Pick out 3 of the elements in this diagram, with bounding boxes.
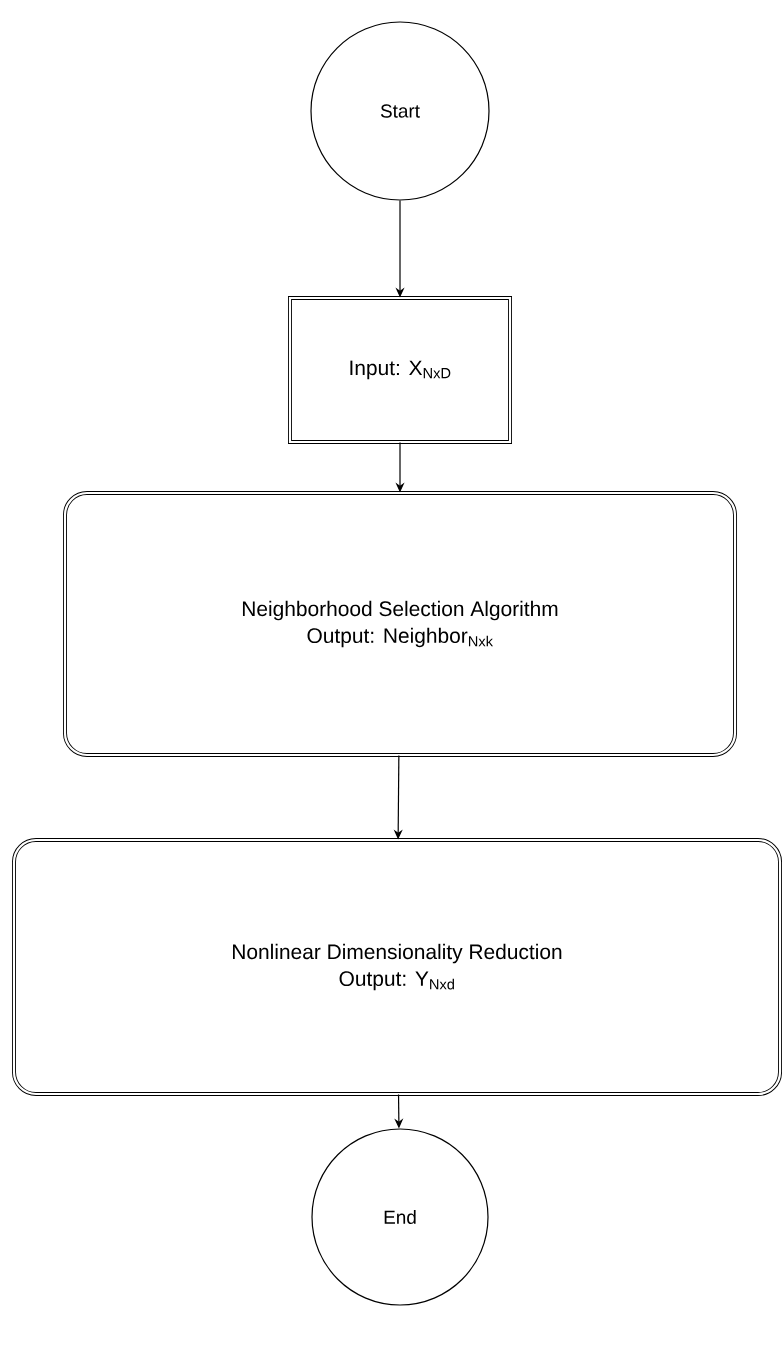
process-box: Neighborhood Selection Algorithm Output: Neighbor$_{Nxk}$ [63,491,737,757]
input-box: Input: X$_{NxD}$ [288,296,512,444]
process-box: Nonlinear Dimensionality Reduction Output: Y$_{Nxd}$ [12,838,782,1096]
